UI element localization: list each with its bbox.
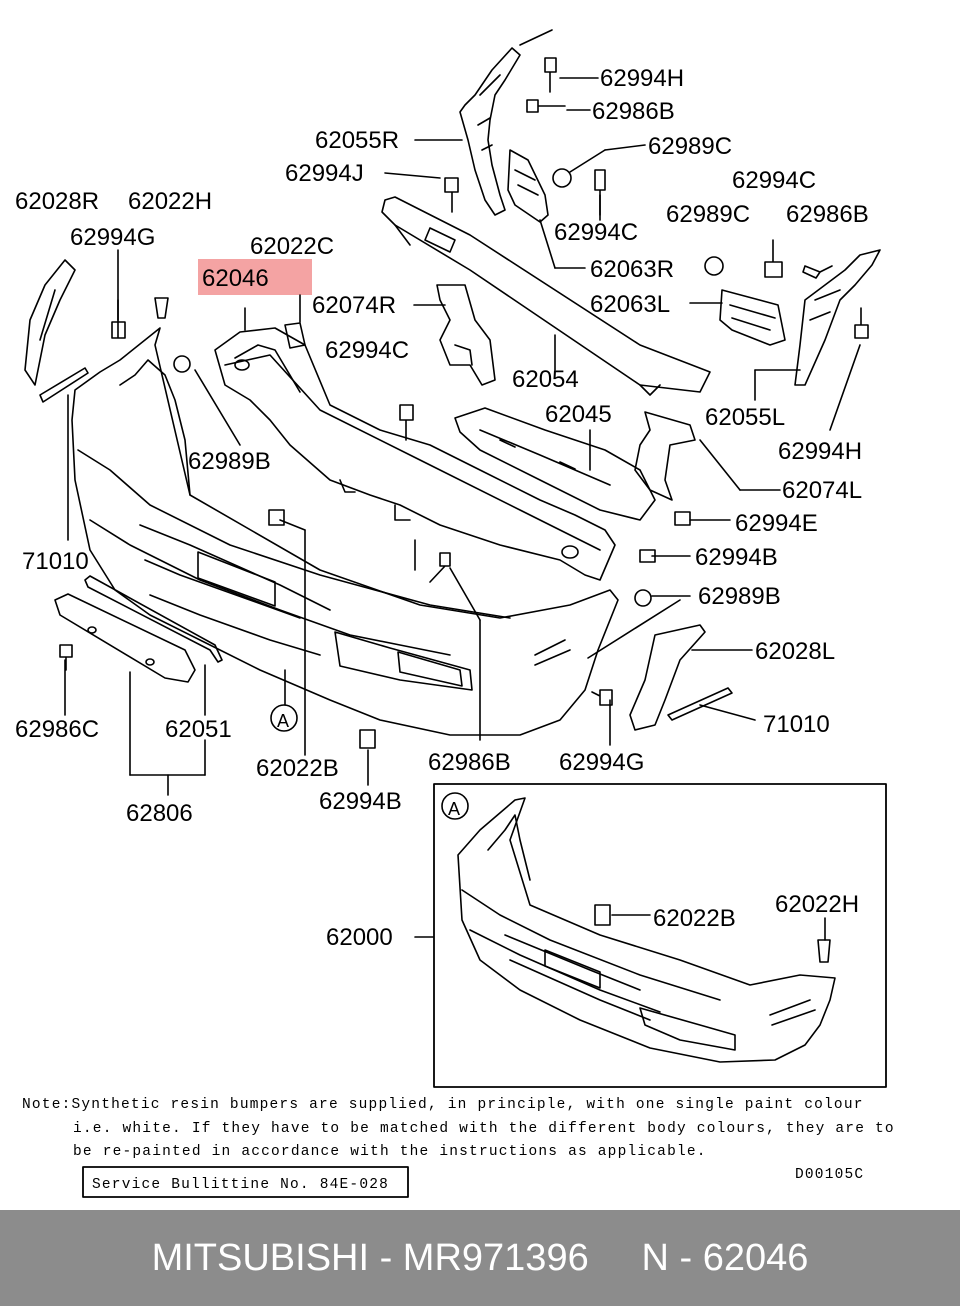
label-62028R: 62028R — [15, 188, 99, 215]
footer-ref: N - 62046 — [641, 1236, 809, 1279]
callout-A-inset: A — [448, 799, 460, 819]
reinforcement-62045 — [454, 407, 656, 521]
label-62063R: 62063R — [590, 256, 674, 283]
label-62063L: 62063L — [590, 291, 670, 318]
label-71010-left: 71010 — [22, 548, 89, 575]
label-62994G-bottom: 62994G — [559, 749, 644, 776]
label-62994B-right: 62994B — [695, 544, 778, 571]
label-62022H: 62022H — [128, 188, 212, 215]
footer-brand-part: MITSUBISHI - MR971396 — [151, 1236, 589, 1279]
label-62022B: 62022B — [256, 755, 339, 782]
strip-71010-left — [39, 367, 89, 403]
callout-circle-inset — [441, 792, 469, 820]
label-62989B-left: 62989B — [188, 448, 271, 475]
label-62989B-right: 62989B — [698, 583, 781, 610]
strip-71010-right — [667, 687, 733, 721]
service-bulletin-text: Service Bullittine No. 84E-028 — [92, 1177, 389, 1193]
bracket-62063L — [719, 289, 786, 346]
note-line-2: i.e. white. If they have to be matched w… — [73, 1121, 895, 1137]
leader-lines — [64, 77, 861, 941]
label-62046: 62046 — [202, 265, 269, 292]
reinforcement-62054 — [381, 196, 711, 396]
diagram-code: D00105C — [795, 1167, 864, 1183]
stay-62055L — [794, 249, 881, 386]
grille-62051 — [54, 575, 223, 683]
label-62000: 62000 — [326, 924, 393, 951]
parts-diagram: 62994H 62986B 62055R 62989C 62994J 62994… — [15, 29, 895, 1198]
inset-bumper-62000 — [457, 797, 836, 1063]
beam-62046 — [214, 307, 616, 581]
label-62074R: 62074R — [312, 292, 396, 319]
bracket-62074L — [634, 411, 696, 501]
label-62806: 62806 — [126, 800, 193, 827]
label-62986B-bottom: 62986B — [428, 749, 511, 776]
service-bulletin-box — [82, 1166, 409, 1198]
footer-bar: MITSUBISHI - MR971396 N - 62046 — [0, 1210, 960, 1306]
label-62022B-inset: 62022B — [653, 905, 736, 932]
note-block: Note:Synthetic resin bumpers are supplie… — [22, 1097, 895, 1193]
bracket-62074R — [436, 284, 496, 386]
note-line-3: be re-painted in accordance with the ins… — [73, 1144, 707, 1160]
label-62022C: 62022C — [250, 233, 334, 260]
label-62045: 62045 — [545, 401, 612, 428]
label-62022H-inset: 62022H — [775, 891, 859, 918]
part-labels: 62994H 62986B 62055R 62989C 62994J 62994… — [15, 65, 869, 951]
label-62055R: 62055R — [315, 127, 399, 154]
label-62055L: 62055L — [705, 404, 785, 431]
stay-62055R — [459, 29, 553, 216]
label-62054: 62054 — [512, 366, 579, 393]
label-62994C-center: 62994C — [325, 337, 409, 364]
bracket-62063R — [507, 149, 549, 223]
label-62994E: 62994E — [735, 510, 818, 537]
label-62994H-top: 62994H — [600, 65, 684, 92]
label-62994H-right: 62994H — [778, 438, 862, 465]
note-line-1: Note:Synthetic resin bumpers are supplie… — [22, 1097, 864, 1113]
label-62994C-mid: 62994C — [554, 219, 638, 246]
footer-spacer — [589, 1237, 642, 1280]
label-62074L: 62074L — [782, 477, 862, 504]
label-62994G-left: 62994G — [70, 224, 155, 251]
label-62051: 62051 — [165, 716, 232, 743]
label-62989C-right: 62989C — [666, 201, 750, 228]
label-62986C: 62986C — [15, 716, 99, 743]
callout-circle-main — [270, 704, 298, 732]
label-62994C-right: 62994C — [732, 167, 816, 194]
side-cover-62028L — [629, 624, 706, 731]
label-62986B-top: 62986B — [592, 98, 675, 125]
label-62994B-bottom: 62994B — [319, 788, 402, 815]
label-62028L: 62028L — [755, 638, 835, 665]
label-62989C-top: 62989C — [648, 133, 732, 160]
fasteners — [59, 57, 869, 963]
inset-box — [433, 783, 887, 1088]
label-62986B-right: 62986B — [786, 201, 869, 228]
label-62994J: 62994J — [285, 160, 364, 187]
highlight-62046 — [198, 259, 312, 295]
clip-62022C — [284, 294, 306, 349]
label-71010-right: 71010 — [763, 711, 830, 738]
side-cover-62028R — [24, 259, 76, 386]
callout-A-main: A — [277, 711, 289, 731]
bumper-main — [71, 327, 619, 736]
